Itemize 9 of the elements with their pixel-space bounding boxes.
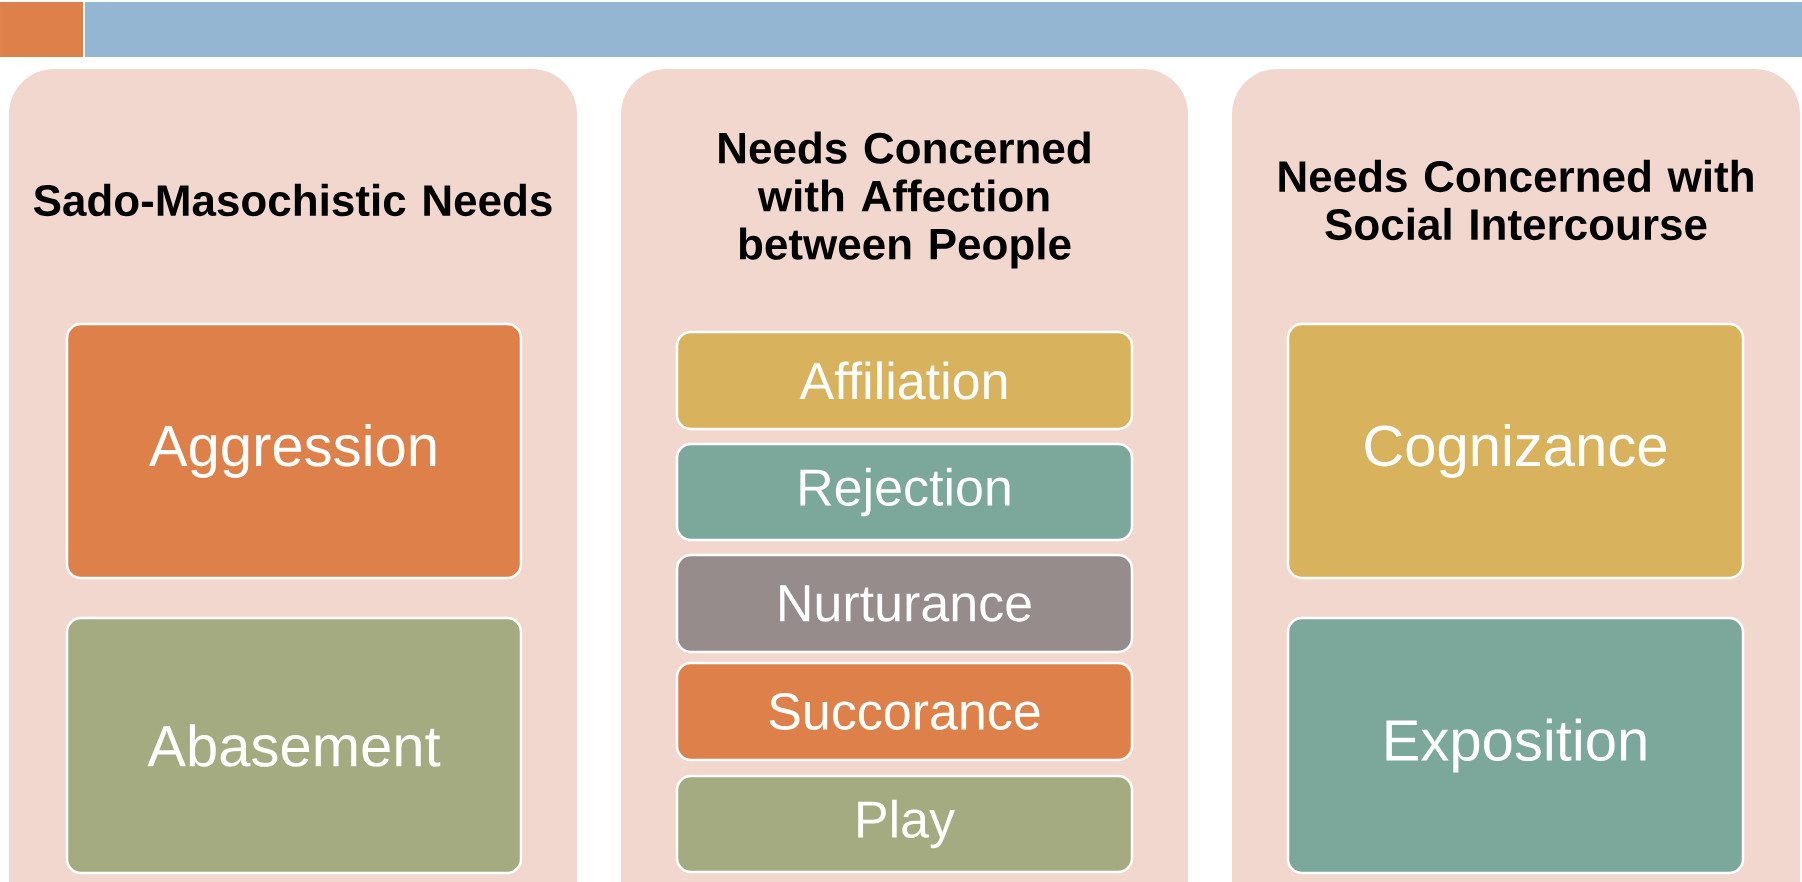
need-box: Exposition <box>1286 616 1745 875</box>
need-box: Aggression <box>65 322 523 580</box>
need-box: Affiliation <box>675 330 1134 431</box>
need-box: Rejection <box>675 442 1134 542</box>
need-box: Cognizance <box>1286 322 1745 580</box>
need-box: Play <box>675 774 1134 874</box>
need-box: Nurturance <box>675 553 1134 654</box>
need-box: Abasement <box>65 616 523 875</box>
need-box: Succorance <box>675 661 1134 762</box>
